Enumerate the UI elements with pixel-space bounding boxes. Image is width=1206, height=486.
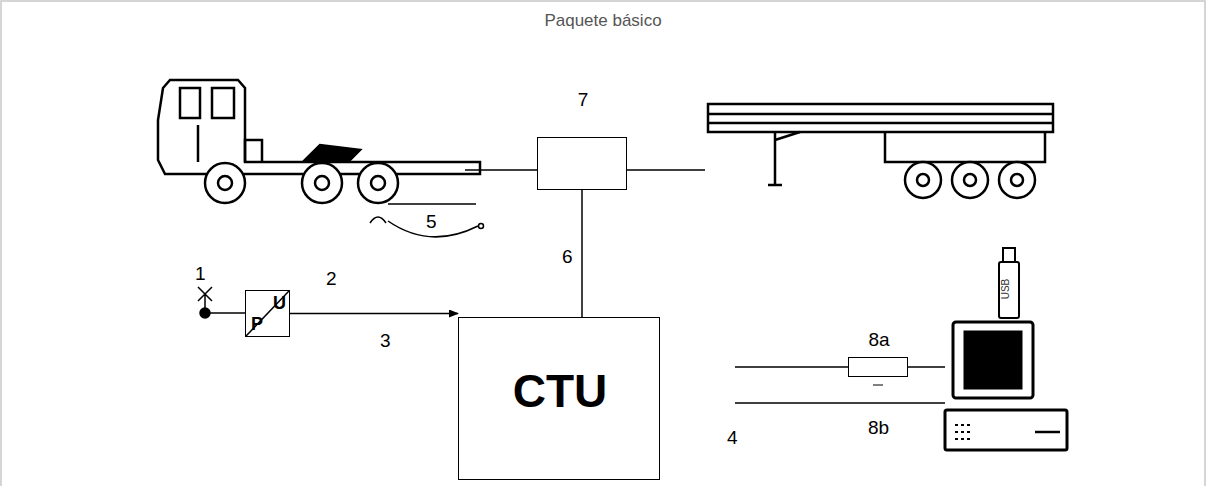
diagram-title: Paquete básico xyxy=(544,12,661,29)
box-label: CTU xyxy=(513,368,608,414)
data-line xyxy=(735,367,945,403)
connector xyxy=(290,313,458,315)
callout-number: 4 xyxy=(727,428,738,447)
connector xyxy=(581,190,583,317)
control-unit-box: CTU xyxy=(458,317,660,480)
callout-number: 7 xyxy=(578,90,589,109)
usb-stick xyxy=(999,248,1019,318)
tick xyxy=(873,385,883,386)
interface-box: 8a xyxy=(848,357,908,377)
usb-text: USB xyxy=(1001,279,1011,300)
truck-tractor xyxy=(158,80,480,203)
junction-box: 7 xyxy=(537,137,627,190)
callout-number: 5 xyxy=(426,212,437,231)
callout-number: 1 xyxy=(195,264,206,283)
callout-number: 8a xyxy=(868,330,889,349)
converter-box: 2UP xyxy=(245,290,290,337)
callout-number: 3 xyxy=(378,330,393,351)
signal-letter: U xyxy=(273,294,286,312)
callout-number: 6 xyxy=(560,246,575,267)
callout-number: 2 xyxy=(326,269,337,288)
trailer xyxy=(708,104,1053,198)
cable-symbol xyxy=(370,204,484,237)
measuring-point xyxy=(198,287,245,318)
computer xyxy=(945,322,1067,450)
callout-number: 8b xyxy=(868,418,889,437)
signal-letter: P xyxy=(251,315,263,333)
